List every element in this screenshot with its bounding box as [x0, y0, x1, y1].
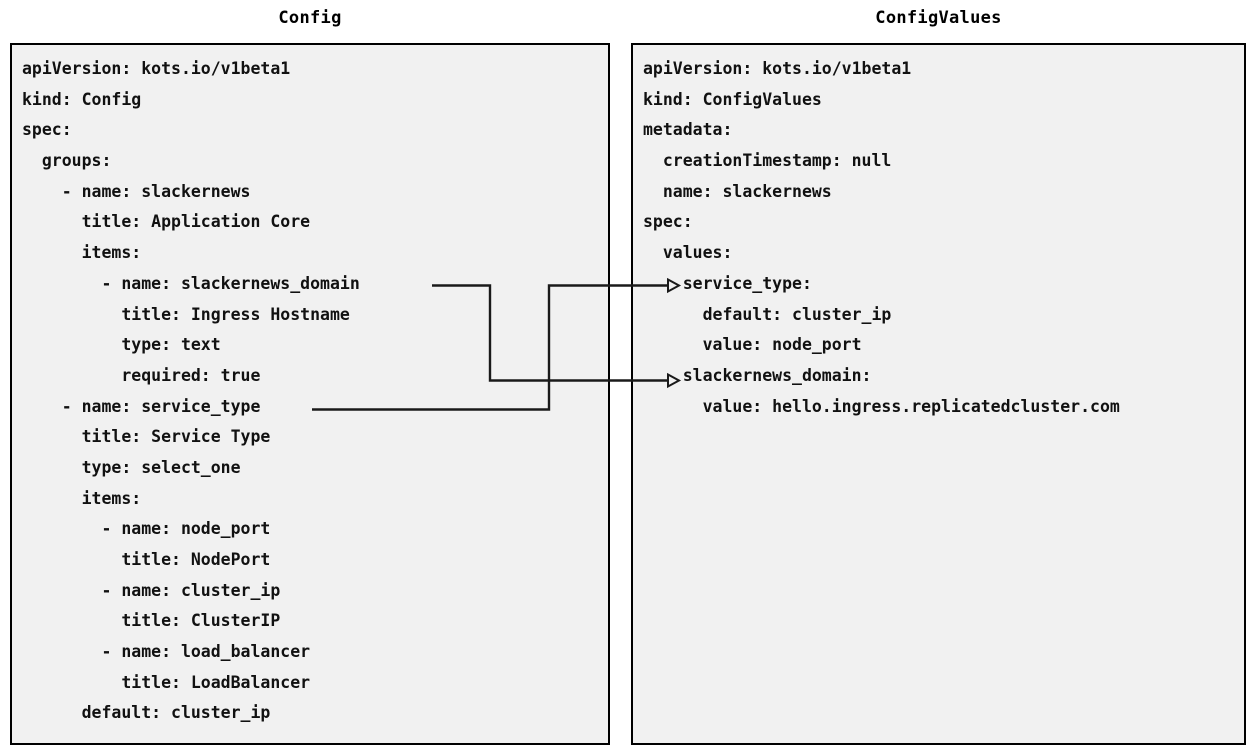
- configvalues-yaml-line: values:: [643, 243, 733, 263]
- config-yaml-line: type: select_one: [22, 457, 241, 477]
- config-yaml-line: title: Service Type: [22, 427, 271, 447]
- configvalues-yaml-line: apiVersion: kots.io/v1beta1: [643, 59, 912, 78]
- configvalues-yaml-panel: apiVersion: kots.io/v1beta1 kind: ConfigV…: [631, 43, 1246, 745]
- configvalues-yaml-line: slackernews_domain:: [643, 365, 872, 385]
- config-yaml-line: apiVersion: kots.io/v1beta1: [22, 59, 291, 78]
- config-yaml-line: - name: load_balancer: [22, 642, 311, 662]
- config-yaml-line: - name: slackernews: [22, 181, 251, 201]
- config-yaml-line: spec:: [22, 120, 72, 140]
- configvalues-yaml-line: value: hello.ingress.replicatedcluster.c…: [643, 396, 1120, 416]
- configvalues-yaml-line: default: cluster_ip: [643, 304, 892, 324]
- config-yaml-line: items:: [22, 243, 142, 263]
- config-yaml-line: title: Application Core: [22, 212, 311, 232]
- configvalues-yaml-line: kind: ConfigValues: [643, 89, 822, 109]
- config-yaml-line: - name: node_port: [22, 519, 271, 539]
- configvalues-yaml-line: value: node_port: [643, 335, 862, 355]
- config-yaml-line: - name: service_type: [22, 396, 261, 416]
- config-panel-title: Config: [278, 8, 342, 28]
- config-yaml-line: default: cluster_ip: [22, 703, 271, 723]
- config-yaml-line: type: text: [22, 335, 221, 355]
- config-yaml-line: title: ClusterIP: [22, 611, 281, 631]
- config-yaml-line: - name: cluster_ip: [22, 580, 281, 600]
- configvalues-yaml-text: apiVersion: kots.io/v1beta1 kind: ConfigV…: [643, 54, 1242, 422]
- config-yaml-line: items:: [22, 488, 142, 508]
- config-yaml-line: title: Ingress Hostname: [22, 304, 350, 324]
- configvalues-yaml-line: service_type:: [643, 273, 812, 293]
- config-yaml-line: required: true: [22, 365, 261, 385]
- configvalues-yaml-line: name: slackernews: [643, 181, 832, 201]
- config-yaml-line: kind: Config: [22, 89, 142, 109]
- config-yaml-panel: apiVersion: kots.io/v1beta1 kind: Config s…: [10, 43, 610, 745]
- config-yaml-line: title: LoadBalancer: [22, 672, 311, 692]
- config-yaml-line: title: NodePort: [22, 550, 271, 569]
- configvalues-yaml-line: metadata:: [643, 120, 733, 140]
- config-yaml-line: - name: slackernews_domain: [22, 273, 360, 293]
- configvalues-panel-title: ConfigValues: [875, 8, 1002, 28]
- configvalues-yaml-line: spec:: [643, 212, 693, 232]
- config-yaml-text: apiVersion: kots.io/v1beta1 kind: Config s…: [22, 54, 606, 729]
- configvalues-yaml-line: creationTimestamp: null: [643, 151, 892, 171]
- config-yaml-line: groups:: [22, 151, 112, 171]
